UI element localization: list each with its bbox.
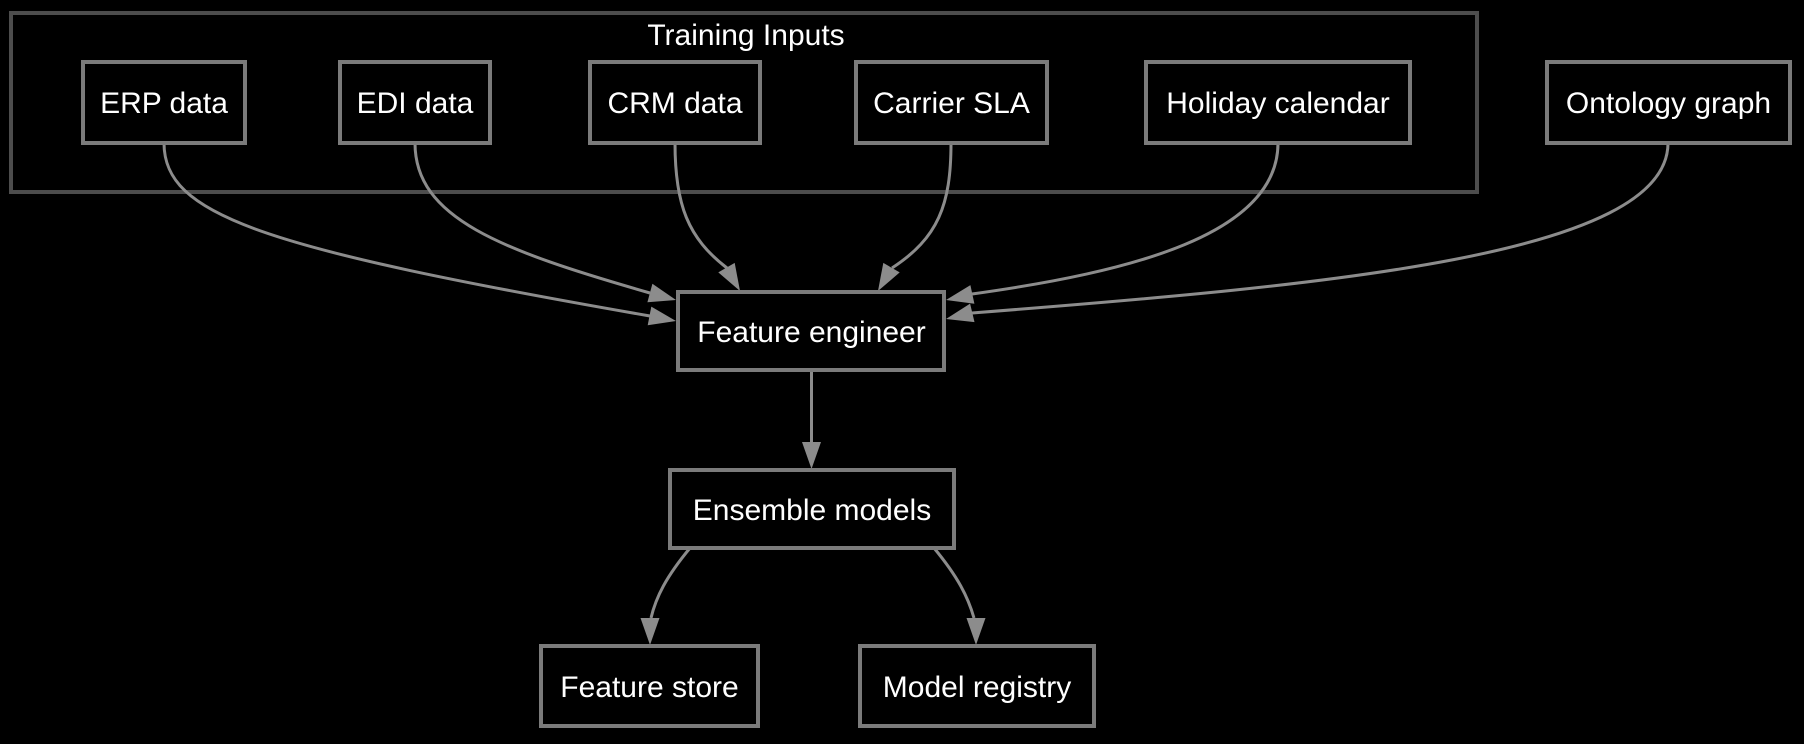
cluster-label: Training Inputs xyxy=(647,19,844,52)
node-label: Model registry xyxy=(883,671,1071,704)
node-label: EDI data xyxy=(357,87,474,120)
node-edi-data: EDI data xyxy=(338,60,492,145)
edge-arrowhead xyxy=(946,303,975,323)
edge-arrowhead xyxy=(802,442,821,469)
node-feature-store: Feature store xyxy=(539,644,760,728)
edge-line xyxy=(162,142,651,318)
node-label: CRM data xyxy=(607,87,742,120)
node-ensemble-models: Ensemble models xyxy=(668,468,956,550)
node-box xyxy=(854,60,1049,145)
edge-line xyxy=(673,142,728,270)
edge-arrowhead xyxy=(966,618,986,645)
edge-crm-data-to-feature-engineer xyxy=(673,142,740,291)
node-box xyxy=(858,644,1096,728)
node-box xyxy=(338,60,492,145)
node-label: Holiday calendar xyxy=(1166,87,1389,120)
edge-arrowhead xyxy=(946,285,975,304)
node-label: Carrier SLA xyxy=(873,87,1030,120)
node-box xyxy=(1545,60,1792,145)
node-label: Feature engineer xyxy=(697,316,926,349)
edge-ensemble-models-to-model-registry xyxy=(932,547,986,645)
node-box xyxy=(81,60,247,145)
node-box xyxy=(539,644,760,728)
node-label: Ensemble models xyxy=(693,494,931,527)
edge-line xyxy=(932,547,976,619)
edge-line xyxy=(971,142,1280,296)
edge-ensemble-models-to-feature-store xyxy=(640,547,692,645)
node-ontology-graph: Ontology graph xyxy=(1545,60,1792,145)
edge-ontology-graph-to-feature-engineer xyxy=(946,142,1670,323)
node-erp-data: ERP data xyxy=(81,60,247,145)
edge-holiday-calendar-to-feature-engineer xyxy=(946,142,1280,304)
edge-arrowhead xyxy=(647,306,676,326)
edge-arrowhead xyxy=(718,262,740,291)
edge-arrowhead xyxy=(640,618,660,645)
node-box xyxy=(668,468,956,550)
edge-arrowhead xyxy=(647,283,676,303)
node-box xyxy=(676,290,946,372)
node-feature-engineer: Feature engineer xyxy=(676,290,946,372)
node-label: Feature store xyxy=(560,671,738,704)
node-box xyxy=(588,60,762,145)
edge-carrier-sla-to-feature-engineer xyxy=(878,142,953,291)
node-carrier-sla: Carrier SLA xyxy=(854,60,1049,145)
node-label: ERP data xyxy=(100,87,228,120)
edge-line xyxy=(891,142,953,270)
node-box xyxy=(1144,60,1412,145)
node-model-registry: Model registry xyxy=(858,644,1096,728)
edge-edi-data-to-feature-engineer xyxy=(413,142,676,303)
edge-line xyxy=(971,142,1670,315)
edge-arrowhead xyxy=(878,262,900,291)
cluster-border xyxy=(9,11,1479,194)
node-label: Ontology graph xyxy=(1566,87,1771,120)
node-holiday-calendar: Holiday calendar xyxy=(1144,60,1412,145)
edge-line xyxy=(649,547,692,619)
node-crm-data: CRM data xyxy=(588,60,762,145)
edge-line xyxy=(413,142,651,295)
cluster-training-inputs: Training Inputs xyxy=(9,11,1479,194)
edge-erp-data-to-feature-engineer xyxy=(162,142,676,326)
edge-feature-engineer-to-ensemble-models xyxy=(802,370,821,469)
